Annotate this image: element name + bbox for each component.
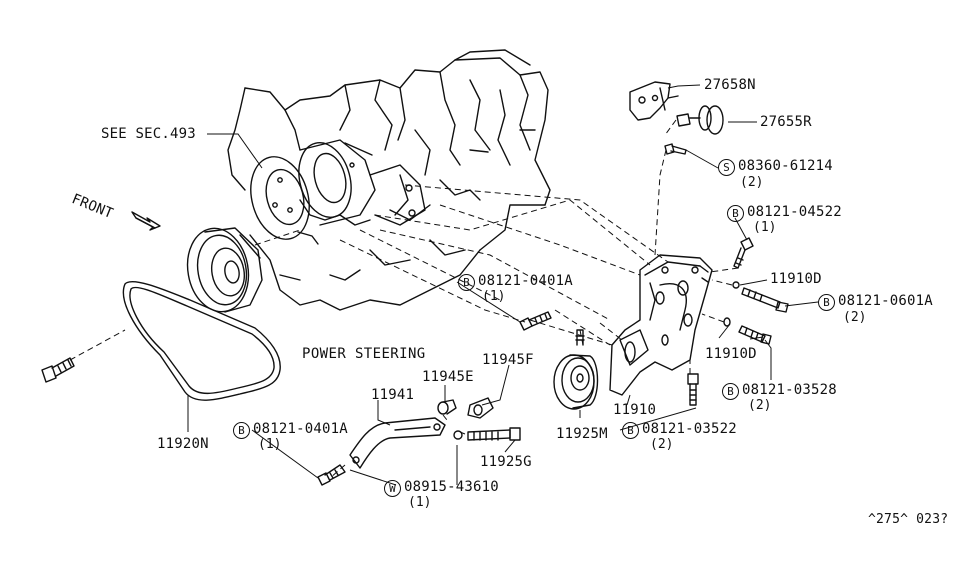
reference-code: ^275^ 023?	[868, 512, 949, 527]
engine-block	[227, 49, 551, 311]
part-11910D-low: 11910D	[705, 346, 757, 362]
ps-bracket-11941	[349, 417, 446, 469]
part-11910: 11910	[613, 402, 657, 418]
qty-08121-03528: (2)	[748, 398, 772, 413]
qty-08915: (1)	[408, 495, 432, 510]
part-11941: 11941	[371, 387, 415, 403]
see-sec-label: SEE SEC.493	[101, 126, 196, 142]
front-arrow	[131, 211, 161, 231]
qty-08121-0401A-left: (1)	[258, 437, 282, 452]
part-11925M: 11925M	[556, 426, 608, 442]
drive-belt	[122, 280, 281, 401]
bolt-0601A	[732, 281, 789, 313]
bolt-left-bottom-0401A	[317, 464, 346, 486]
washer-08915	[453, 430, 463, 440]
power-steering-title: POWER STEERING	[302, 346, 426, 362]
clip-11945F	[467, 397, 494, 419]
part-11910D-top: 11910D	[770, 271, 822, 287]
s-mark-icon: S	[718, 159, 735, 176]
part-11945F: 11945F	[482, 352, 534, 368]
part-27655R: 27655R	[760, 114, 812, 130]
qty-08360: (2)	[740, 175, 764, 190]
part-11920N: 11920N	[157, 436, 209, 452]
adjuster-bracket	[629, 81, 679, 121]
part-11925G: 11925G	[480, 454, 532, 470]
b-mark-icon: B	[233, 422, 250, 439]
qty-08121-04522: (1)	[753, 220, 777, 235]
collar-11945E	[437, 399, 457, 415]
b-mark-icon: B	[622, 422, 639, 439]
b-mark-icon: B	[818, 294, 835, 311]
qty-08121-03522: (2)	[650, 437, 674, 452]
tensioner-27655R	[676, 105, 724, 135]
crank-pulley	[250, 139, 376, 245]
b-mark-icon: B	[458, 274, 475, 291]
w-mark-icon: W	[384, 480, 401, 497]
bolt-03528	[723, 317, 772, 345]
part-11945E: 11945E	[422, 369, 474, 385]
double-pulley	[186, 227, 263, 313]
idler-pulley	[553, 329, 599, 410]
part-27658N: 27658N	[704, 77, 756, 93]
bolt-11925G	[467, 427, 521, 441]
qty-08121-0401A-center: (1)	[482, 289, 506, 304]
qty-08121-0601A: (2)	[843, 310, 867, 325]
bolt-center-0401A	[519, 311, 552, 331]
screw-08360	[664, 143, 687, 155]
bolt-04522	[733, 237, 754, 269]
b-mark-icon: B	[727, 205, 744, 222]
bolt-left	[41, 357, 75, 383]
b-mark-icon: B	[722, 383, 739, 400]
bolt-03522	[687, 373, 699, 406]
